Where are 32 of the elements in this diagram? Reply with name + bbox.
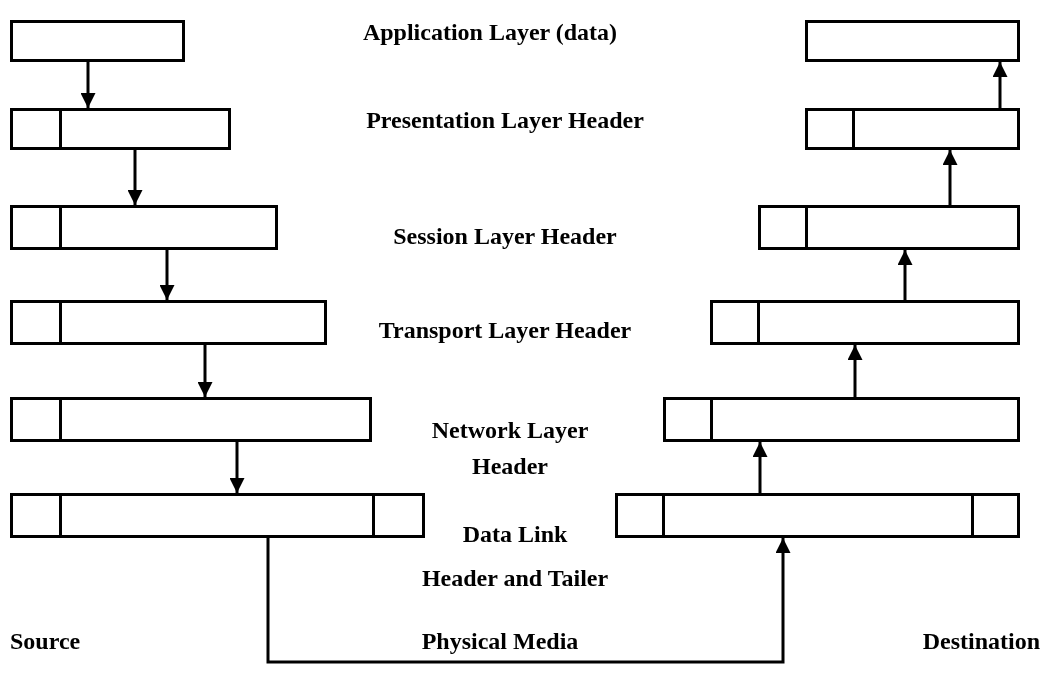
layer-box: [10, 493, 425, 538]
layer-label: Source: [10, 627, 82, 656]
layer-box: [615, 493, 1020, 538]
layer-label: Destination: [921, 627, 1040, 656]
arrow: [897, 250, 913, 300]
layer-box: [805, 20, 1020, 62]
arrow: [266, 538, 791, 664]
layer-label: Data Link Header and Tailer: [420, 520, 610, 593]
layer-box: [10, 20, 185, 62]
layer-label: Application Layer (data): [361, 18, 619, 47]
layer-label: Physical Media: [420, 627, 580, 656]
layer-box: [10, 397, 372, 442]
layer-label: Presentation Layer Header: [365, 106, 645, 135]
layer-box: [10, 205, 278, 250]
layer-box: [710, 300, 1020, 345]
layer-label: Session Layer Header: [392, 222, 618, 251]
layer-box: [663, 397, 1020, 442]
layer-box: [805, 108, 1020, 150]
arrow: [127, 150, 143, 205]
arrow: [942, 150, 958, 205]
arrow: [229, 442, 245, 493]
layer-box: [10, 108, 231, 150]
layer-box: [758, 205, 1020, 250]
layer-label: Transport Layer Header: [377, 316, 633, 345]
arrow: [752, 442, 768, 493]
arrow: [159, 250, 175, 300]
layer-box: [10, 300, 327, 345]
arrow: [197, 345, 213, 397]
arrow: [80, 62, 96, 108]
layer-label: Network Layer Header: [430, 416, 590, 481]
arrow: [847, 345, 863, 397]
arrow: [992, 62, 1008, 108]
